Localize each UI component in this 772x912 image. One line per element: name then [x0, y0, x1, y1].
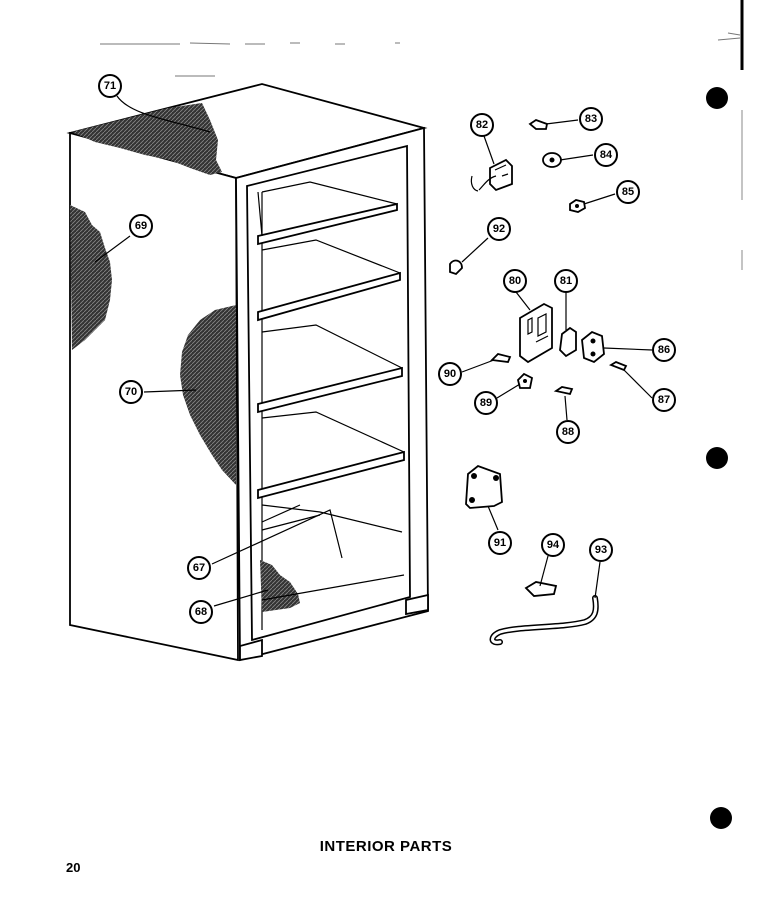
callout-87-label: 87 [658, 394, 670, 406]
callout-69-label: 69 [135, 220, 147, 232]
leader-lines [94, 95, 653, 607]
callout-69: 69 [129, 214, 153, 238]
washer-84 [542, 152, 562, 168]
screw-87 [608, 360, 628, 372]
callouts: 71 69 70 67 68 82 83 84 85 92 80 81 86 9… [98, 74, 676, 624]
thermostat-bracket [470, 158, 513, 192]
callout-68-label: 68 [195, 606, 207, 618]
callout-92-label: 92 [493, 223, 505, 235]
callout-88-label: 88 [562, 426, 574, 438]
shelf-1 [257, 202, 398, 246]
screw-83 [528, 118, 549, 130]
callout-90: 90 [438, 362, 462, 386]
clip-92 [449, 259, 463, 276]
callout-91: 91 [488, 531, 512, 555]
callout-84: 84 [594, 143, 618, 167]
mounting-plate-91 [465, 464, 503, 509]
callout-93-label: 93 [595, 544, 607, 556]
callout-83: 83 [579, 107, 603, 131]
callout-70-label: 70 [125, 386, 137, 398]
callout-71: 71 [98, 74, 122, 98]
shelf-4 [257, 450, 405, 500]
callout-82-label: 82 [476, 119, 488, 131]
callout-82: 82 [470, 113, 494, 137]
callout-91-label: 91 [494, 537, 506, 549]
callout-68: 68 [189, 600, 213, 624]
bracket-86 [581, 330, 605, 364]
side-insulation [70, 205, 112, 350]
callout-70: 70 [119, 380, 143, 404]
nut-89 [517, 372, 534, 389]
shelf-2 [257, 271, 401, 322]
spacer-81 [559, 326, 577, 358]
callout-89-label: 89 [480, 397, 492, 409]
callout-86-label: 86 [658, 344, 670, 356]
callout-92: 92 [487, 217, 511, 241]
scan-noise [100, 32, 741, 77]
hinge-plate-80 [519, 302, 553, 364]
callout-90-label: 90 [444, 368, 456, 380]
insulation-patches [70, 103, 300, 612]
diagram-title: INTERIOR PARTS [319, 838, 453, 855]
callout-80: 80 [503, 269, 527, 293]
callout-81-label: 81 [560, 275, 572, 287]
nut-85 [569, 199, 586, 213]
shelves [257, 181, 405, 601]
page-number: 20 [66, 860, 81, 875]
top-liner-insulation [72, 103, 222, 175]
callout-89: 89 [474, 391, 498, 415]
callout-85: 85 [616, 180, 640, 204]
callout-80-label: 80 [509, 275, 521, 287]
callout-93: 93 [589, 538, 613, 562]
callout-86: 86 [652, 338, 676, 362]
callout-67-label: 67 [193, 562, 205, 574]
refrigerator-cabinet [66, 83, 429, 662]
liner-insulation [180, 305, 236, 485]
callout-94: 94 [541, 533, 565, 557]
shelf-3 [257, 366, 403, 414]
screw-90 [490, 353, 512, 363]
callout-88: 88 [556, 420, 580, 444]
callout-87: 87 [652, 388, 676, 412]
callout-84-label: 84 [600, 149, 613, 161]
callout-94-label: 94 [547, 539, 560, 551]
callout-85-label: 85 [622, 186, 634, 198]
callout-67: 67 [187, 556, 211, 580]
screw-88 [553, 386, 574, 396]
callout-71-label: 71 [104, 80, 116, 92]
bottom-pan [261, 504, 405, 601]
clip-94 [524, 581, 558, 597]
gasket-tube-93 [489, 595, 599, 646]
callout-81: 81 [554, 269, 578, 293]
binder-marks [706, 0, 744, 829]
callout-83-label: 83 [585, 113, 597, 125]
